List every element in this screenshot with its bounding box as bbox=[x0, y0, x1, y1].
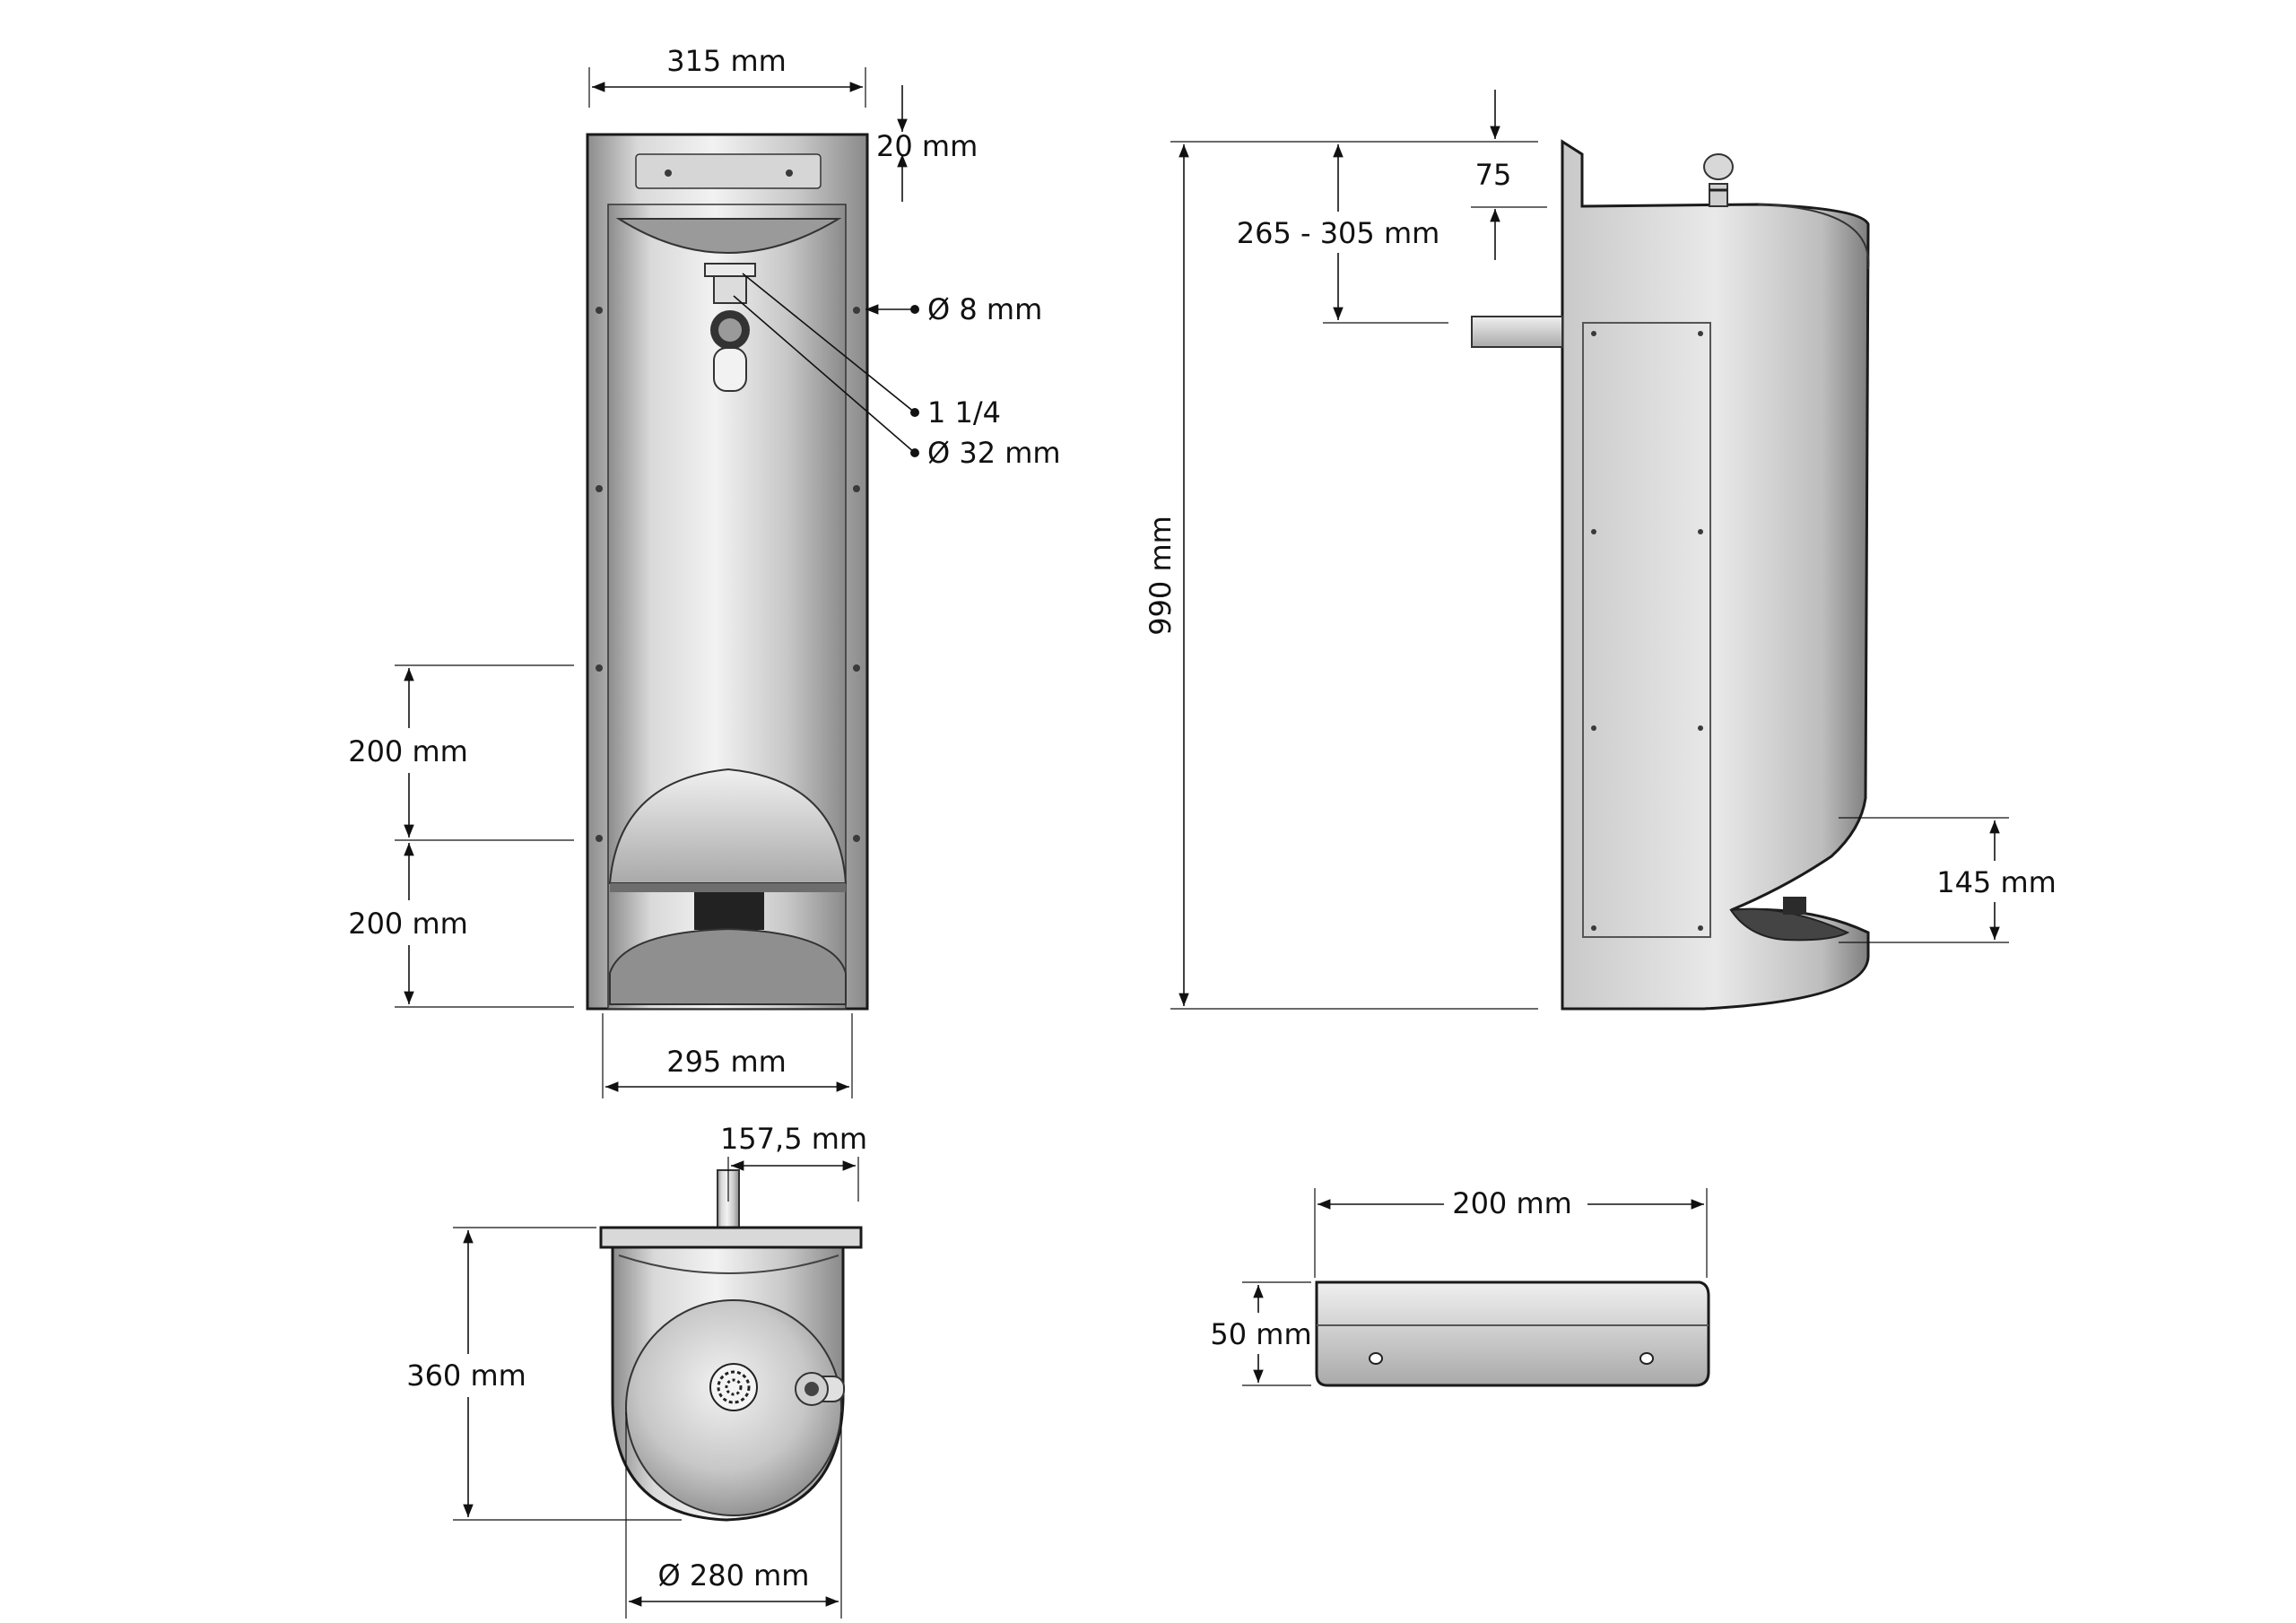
dim-inlet-offset: 75 bbox=[1475, 158, 1512, 192]
side-faucet bbox=[1703, 153, 1734, 207]
top-faucet bbox=[795, 1372, 845, 1406]
dim-upper-height: 200 mm bbox=[348, 734, 468, 768]
front-basin bbox=[615, 218, 842, 254]
dim-depth: 360 mm bbox=[406, 1358, 526, 1393]
top-view bbox=[599, 1169, 863, 1522]
front-pedal-mechanism bbox=[694, 892, 764, 930]
dim-bracket-height: 50 mm bbox=[1210, 1317, 1311, 1351]
top-dimensions: 157,5 mm 360 mm Ø 280 mm bbox=[399, 1122, 867, 1619]
bracket-plate bbox=[1315, 1280, 1710, 1387]
side-access-panel bbox=[1582, 322, 1711, 938]
side-inlet-pipe bbox=[1471, 316, 1563, 348]
side-foot-pedal bbox=[1729, 897, 1850, 942]
bracket-dimensions: 200 mm 50 mm bbox=[1210, 1182, 1708, 1386]
front-frame-screws bbox=[596, 307, 860, 842]
dim-width-bottom: 295 mm bbox=[666, 1045, 787, 1079]
front-siphon bbox=[704, 263, 756, 392]
front-dimensions: 315 mm 20 mm Ø 8 mm 1 1/4 Ø 32 mm 200 mm… bbox=[341, 44, 1061, 1098]
dim-bracket-width: 200 mm bbox=[1452, 1186, 1572, 1220]
dim-width-top: 315 mm bbox=[666, 44, 787, 78]
top-wall-plate bbox=[599, 1226, 863, 1249]
dim-screw-hole: Ø 8 mm bbox=[927, 292, 1042, 326]
dim-drain: Ø 32 mm bbox=[927, 436, 1061, 470]
front-top-plate bbox=[635, 153, 822, 189]
dim-total-height: 990 mm bbox=[1144, 516, 1178, 636]
dim-inlet-height: 265 - 305 mm bbox=[1237, 216, 1440, 250]
front-lower-chamber bbox=[609, 927, 847, 1005]
side-dimensions: 990 mm 75 265 - 305 mm 145 mm bbox=[1144, 90, 2061, 1010]
dim-pedal-height: 145 mm bbox=[1936, 865, 2057, 899]
dim-lower-height: 200 mm bbox=[348, 907, 468, 941]
top-drain-strainer bbox=[709, 1363, 758, 1411]
front-lower-hood bbox=[608, 768, 848, 884]
side-body bbox=[1561, 139, 1870, 1011]
bracket-view bbox=[1315, 1280, 1710, 1387]
front-view bbox=[586, 133, 869, 1011]
dim-inlet-position: 157,5 mm bbox=[720, 1122, 867, 1156]
dim-top-thickness: 20 mm bbox=[876, 129, 978, 163]
dim-thread: 1 1/4 bbox=[927, 395, 1001, 430]
dim-basin-diameter: Ø 280 mm bbox=[658, 1558, 810, 1593]
side-view bbox=[1471, 139, 1870, 1011]
